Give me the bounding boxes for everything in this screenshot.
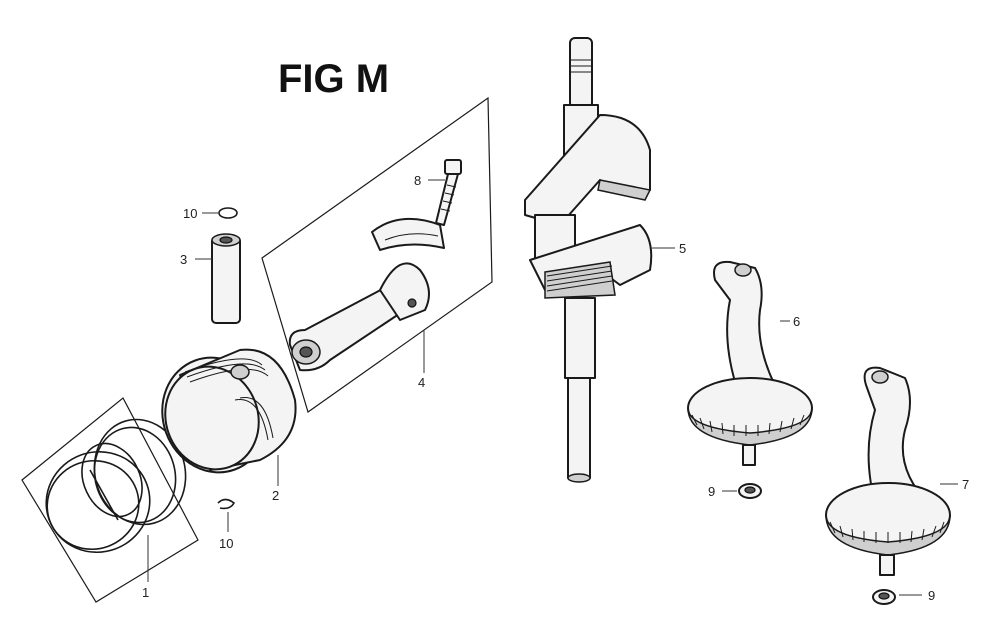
- callouts: 1 2 3 4 5 6 7 8 9 9 10 10: [142, 173, 969, 603]
- connecting-rod-bolt: [435, 159, 462, 226]
- callout-10b: 10: [219, 536, 233, 551]
- callout-10a: 10: [183, 206, 197, 221]
- callout-8: 8: [414, 173, 421, 188]
- callout-2: 2: [272, 488, 279, 503]
- piston: [161, 348, 297, 474]
- washer-upper: [738, 483, 762, 499]
- callout-3: 3: [180, 252, 187, 267]
- leader-lines: [147, 179, 958, 596]
- connecting-rod-assembly: [261, 96, 493, 413]
- ring-set-frame: [21, 397, 199, 603]
- callout-7: 7: [962, 477, 969, 492]
- washer-lower: [872, 589, 896, 605]
- callout-5: 5: [679, 241, 686, 256]
- figure-title: FIG M: [278, 57, 389, 101]
- pin-clip-lower: [217, 498, 236, 510]
- balancer-weight-7: [825, 366, 951, 576]
- callout-1: 1: [142, 585, 149, 600]
- conrod-frame: [261, 96, 493, 413]
- callout-6: 6: [793, 314, 800, 329]
- balancer-weight-6: [687, 260, 813, 466]
- piston-ring-set: [21, 397, 199, 603]
- crankshaft: [524, 37, 653, 483]
- piston-pin: [211, 233, 241, 324]
- callout-4: 4: [418, 375, 425, 390]
- callout-9a: 9: [708, 484, 715, 499]
- callout-9b: 9: [928, 588, 935, 603]
- pin-clip-upper: [218, 207, 238, 219]
